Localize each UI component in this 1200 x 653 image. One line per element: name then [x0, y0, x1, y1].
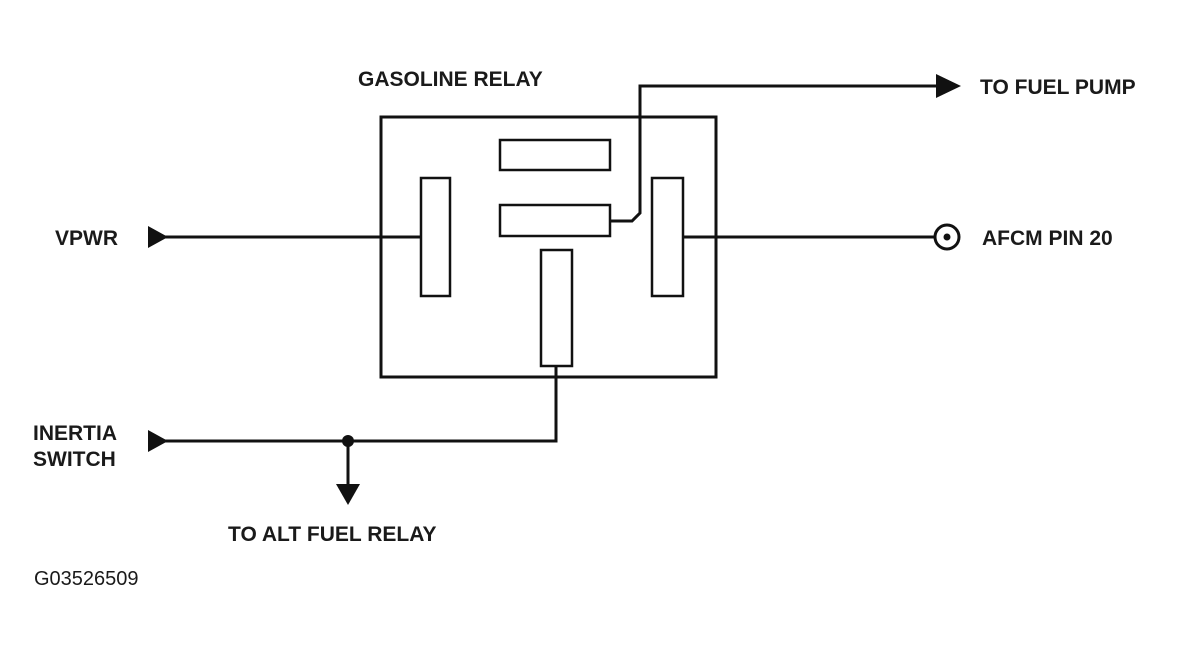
fuel-pump-wire: [610, 84, 940, 223]
relay-terminal-left: [419, 176, 452, 298]
afcm-connector-dot-icon: [943, 233, 951, 241]
relay-terminal-right: [650, 176, 685, 298]
figure-code-label: G03526509: [34, 568, 139, 590]
afcm-pin-label: AFCM PIN 20: [982, 227, 1113, 250]
vpwr-label: VPWR: [55, 227, 118, 250]
fuel-pump-arrow-icon: [936, 74, 961, 98]
relay-terminal-middle: [498, 203, 612, 238]
inertia-switch-wire: [148, 366, 558, 443]
fuel-pump-label: TO FUEL PUMP: [980, 76, 1136, 99]
gasoline-relay-label: GASOLINE RELAY: [358, 68, 543, 91]
inertia-label-line1: INERTIA: [33, 422, 117, 445]
vpwr-arrow-icon: [148, 226, 168, 248]
relay-terminal-top: [498, 138, 612, 172]
inertia-switch-arrow-icon: [148, 430, 168, 452]
inertia-label-line2: SWITCH: [33, 448, 116, 471]
alt-fuel-relay-label: TO ALT FUEL RELAY: [228, 523, 436, 546]
alt-fuel-relay-arrow-icon: [336, 484, 360, 505]
relay-terminal-bottom: [539, 248, 574, 368]
